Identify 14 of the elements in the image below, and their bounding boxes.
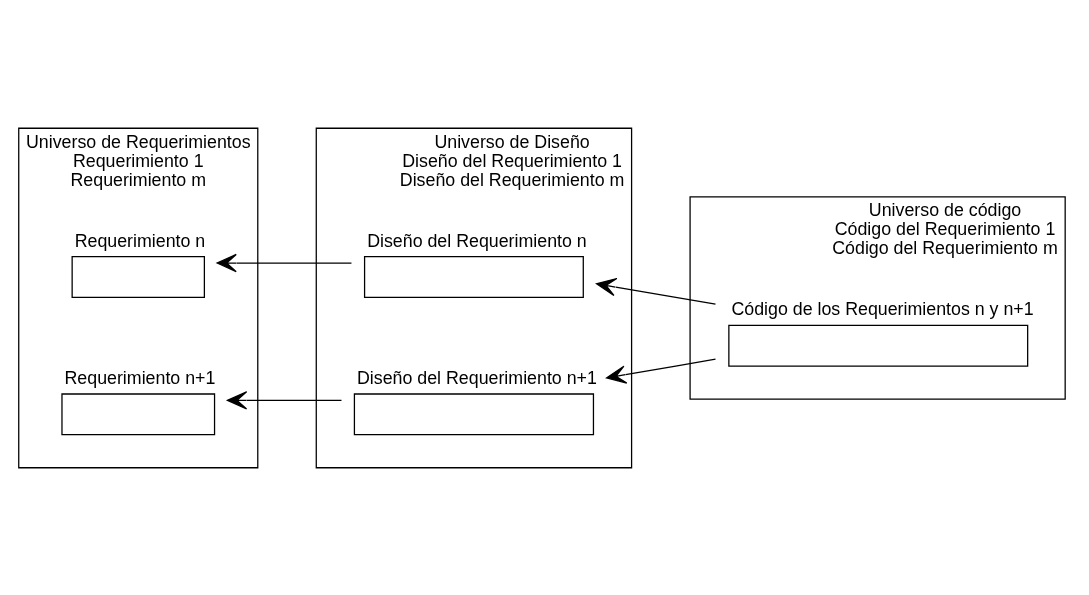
node-label: Diseño del Requerimiento n+1 <box>356 367 597 388</box>
node-box <box>353 392 595 435</box>
node-label: Diseño del Requerimiento n <box>367 230 587 251</box>
arrow <box>605 358 717 384</box>
node-box <box>61 392 216 435</box>
node-box <box>71 255 205 298</box>
node-label: Código de los Requerimientos n y n+1 <box>731 298 1034 319</box>
node-box <box>363 255 584 298</box>
node-label: Requerimiento n+1 <box>64 367 216 388</box>
node-box <box>728 324 1029 367</box>
arrow <box>226 390 343 410</box>
arrow <box>595 277 717 305</box>
arrow <box>216 253 353 272</box>
node-label: Requerimiento n <box>74 230 206 251</box>
